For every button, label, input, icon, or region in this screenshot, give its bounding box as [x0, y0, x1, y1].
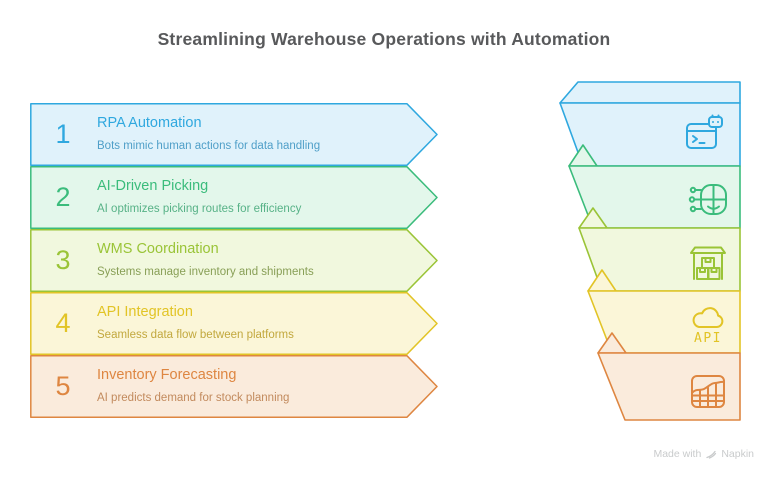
step-banner-1: 1 RPA Automation Bots mimic human action…	[30, 103, 440, 166]
api-cloud-icon: API	[692, 307, 724, 346]
watermark-made-with: Made with	[653, 448, 702, 460]
banner-arrow-shape	[30, 355, 438, 418]
step-description: AI optimizes picking routes for efficien…	[97, 203, 302, 215]
step-title: RPA Automation	[97, 115, 202, 131]
step-banner-5: 5 Inventory Forecasting AI predicts dema…	[30, 355, 440, 418]
forecast-table-icon	[691, 375, 725, 408]
warehouse-boxes-icon	[690, 246, 726, 280]
step-number: 5	[55, 371, 71, 401]
step-title: WMS Coordination	[97, 241, 219, 257]
step-banner-3: 3 WMS Coordination Systems manage invent…	[30, 229, 440, 292]
napkin-logo-icon	[706, 450, 717, 459]
step-description: Systems manage inventory and shipments	[97, 266, 314, 278]
step-description: AI predicts demand for stock planning	[97, 392, 290, 404]
step-banner-2: 2 AI-Driven Picking AI optimizes picking…	[30, 166, 440, 229]
step-banner-4: 4 API Integration Seamless data flow bet…	[30, 292, 440, 355]
banner-arrow-shape	[30, 103, 438, 166]
watermark-brand: Napkin	[721, 448, 754, 460]
napkin-watermark-link[interactable]: Made with Napkin	[653, 448, 754, 460]
banner-arrow-shape	[30, 166, 438, 229]
page-title: Streamlining Warehouse Operations with A…	[157, 29, 611, 49]
step-title: AI-Driven Picking	[97, 178, 209, 194]
step-number: 3	[55, 245, 71, 275]
ribbon-top-flap	[559, 81, 741, 104]
api-icon-label: API	[694, 331, 722, 346]
ai-head-circuit-icon	[688, 184, 727, 215]
step-title: API Integration	[97, 304, 193, 320]
ribbon-band-5	[597, 352, 741, 421]
step-description: Bots mimic human actions for data handli…	[97, 140, 321, 152]
step-title: Inventory Forecasting	[97, 367, 237, 383]
banner-arrow-shape	[30, 292, 438, 355]
ribbon-graphic: API	[559, 81, 741, 421]
step-number: 4	[55, 308, 71, 338]
banner-arrow-shape	[30, 229, 438, 292]
robot-terminal-icon	[686, 114, 723, 149]
step-description: Seamless data flow between platforms	[97, 329, 294, 341]
step-number: 2	[55, 182, 71, 212]
step-number: 1	[55, 119, 71, 149]
